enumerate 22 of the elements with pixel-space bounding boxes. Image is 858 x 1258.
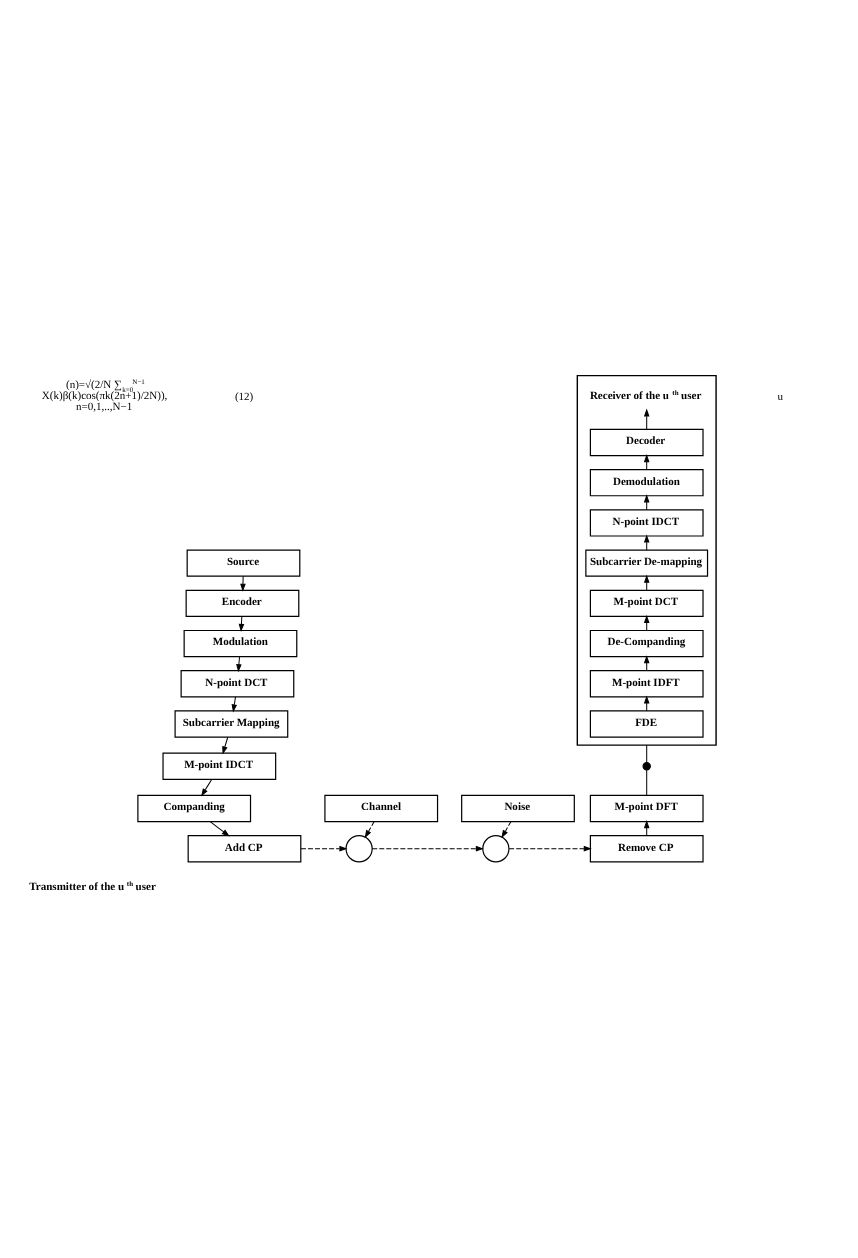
cluster xyxy=(576,373,717,745)
connector xyxy=(646,768,648,795)
arrow xyxy=(643,407,650,429)
arrow xyxy=(364,820,375,838)
arrow xyxy=(236,655,242,672)
arrow xyxy=(643,654,650,671)
arrow xyxy=(371,844,484,851)
arrow xyxy=(240,574,246,591)
node-circle xyxy=(345,834,373,862)
arrow xyxy=(643,453,650,470)
connector xyxy=(646,743,648,763)
node-circle xyxy=(482,834,510,862)
arrow xyxy=(508,844,592,851)
arrow xyxy=(643,819,650,836)
arrow xyxy=(300,844,348,851)
arrow xyxy=(238,615,245,631)
arrow xyxy=(201,777,213,796)
arrow xyxy=(222,735,229,754)
arrow xyxy=(209,820,230,836)
node-switch xyxy=(642,761,651,770)
arrow xyxy=(501,820,512,838)
arrow xyxy=(231,695,238,712)
